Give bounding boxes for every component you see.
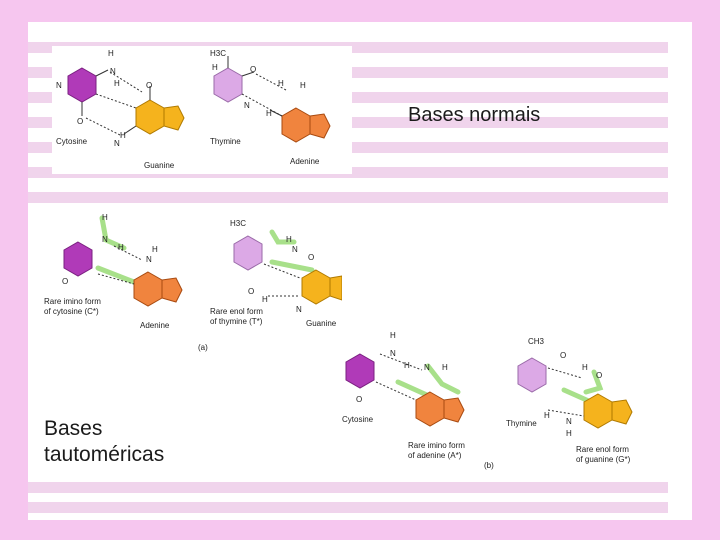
enol-guanine-label-2: of guanine (G*) <box>576 455 631 464</box>
adenine-ring <box>133 271 163 307</box>
panel-b-label: (b) <box>484 461 494 470</box>
cytosine-imino-ring <box>63 241 93 277</box>
svg-text:N: N <box>296 305 302 314</box>
thymine-label: Thymine <box>506 419 537 428</box>
imino-cytosine-label-2: of cytosine (C*) <box>44 307 99 316</box>
tautomer-figure-a: HNH HNO HNO OHN Rare imino form of cytos… <box>42 212 342 352</box>
svg-text:N: N <box>424 363 430 372</box>
enol-guanine-label-1: Rare enol form <box>576 445 629 454</box>
cytosine-label: Cytosine <box>56 137 88 146</box>
guanine-imidazole <box>611 399 633 425</box>
imino-cytosine-label-1: Rare imino form <box>44 297 101 306</box>
svg-text:N: N <box>244 101 250 110</box>
enol-thymine-label-2: of thymine (T*) <box>210 317 263 326</box>
svg-text:O: O <box>146 81 152 90</box>
svg-text:H: H <box>266 109 272 118</box>
guanine-imidazole <box>329 275 342 301</box>
svg-text:O: O <box>77 117 83 126</box>
svg-text:O: O <box>356 395 362 404</box>
background-stripe <box>28 192 668 203</box>
guanine-ring <box>301 269 331 305</box>
cytosine-label: Cytosine <box>342 415 374 424</box>
panel-a-label: (a) <box>198 343 208 352</box>
guanine-ring <box>135 99 165 135</box>
cytosine-ring <box>67 67 97 103</box>
guanine-enol-ring <box>583 393 613 429</box>
svg-text:H: H <box>404 361 410 370</box>
svg-text:H: H <box>108 49 114 58</box>
svg-text:N: N <box>146 255 152 264</box>
svg-text:H: H <box>582 363 588 372</box>
guanine-imidazole <box>163 105 185 131</box>
methyl-label: H3C <box>210 49 226 58</box>
guanine-label: Guanine <box>306 319 337 328</box>
cytosine-ring <box>345 353 375 389</box>
svg-text:O: O <box>596 371 602 380</box>
adenine-label: Adenine <box>290 157 320 166</box>
svg-text:H: H <box>118 243 124 252</box>
hydrogen-bonds <box>375 353 585 417</box>
hydrogen-bonds <box>85 71 287 137</box>
background-stripe <box>28 482 668 493</box>
svg-text:N: N <box>56 81 62 90</box>
background-stripe <box>28 502 668 513</box>
svg-text:N: N <box>102 235 108 244</box>
imino-adenine-label-2: of adenine (A*) <box>408 451 462 460</box>
svg-text:O: O <box>62 277 68 286</box>
bond-highlights <box>95 215 315 285</box>
svg-text:H: H <box>114 79 120 88</box>
tautomeric-caption-line-1: Bases <box>44 417 103 440</box>
tautomeric-caption-line-2: tautoméricas <box>44 443 165 466</box>
svg-text:H: H <box>544 411 550 420</box>
svg-text:O: O <box>308 253 314 262</box>
svg-text:H: H <box>262 295 268 304</box>
svg-text:H: H <box>212 63 218 72</box>
methyl-label: CH3 <box>528 337 545 346</box>
thymine-ring <box>517 357 547 393</box>
svg-text:N: N <box>114 139 120 148</box>
adenine-label: Adenine <box>140 321 170 330</box>
svg-text:H: H <box>278 79 284 88</box>
thymine-enol-ring <box>233 235 263 271</box>
adenine-imino-ring <box>415 391 445 427</box>
svg-text:N: N <box>566 417 572 426</box>
svg-text:N: N <box>390 349 396 358</box>
svg-text:H: H <box>120 131 126 140</box>
svg-text:H: H <box>102 213 108 222</box>
svg-text:H: H <box>390 331 396 340</box>
svg-text:O: O <box>560 351 566 360</box>
tautomeric-bases-caption: Bases tautoméricas <box>44 416 164 468</box>
svg-text:N: N <box>110 67 116 76</box>
adenine-imidazole <box>309 113 331 139</box>
svg-text:O: O <box>250 65 256 74</box>
guanine-label: Guanine <box>144 161 175 170</box>
svg-text:H: H <box>566 429 572 438</box>
svg-text:N: N <box>292 245 298 254</box>
svg-text:H: H <box>300 81 306 90</box>
bond-lines <box>81 56 283 135</box>
svg-text:H: H <box>152 245 158 254</box>
adenine-imidazole <box>443 397 465 423</box>
hydrogen-bonds <box>97 245 301 297</box>
svg-text:O: O <box>248 287 254 296</box>
adenine-imidazole <box>161 277 183 303</box>
svg-text:H: H <box>286 235 292 244</box>
methyl-label: H3C <box>230 219 246 228</box>
enol-thymine-label-1: Rare enol form <box>210 307 263 316</box>
imino-adenine-label-1: Rare imino form <box>408 441 465 450</box>
normal-bases-caption: Bases normais <box>408 104 541 126</box>
adenine-ring <box>281 107 311 143</box>
thymine-label: Thymine <box>210 137 241 146</box>
thymine-ring <box>213 67 243 103</box>
svg-text:H: H <box>442 363 448 372</box>
